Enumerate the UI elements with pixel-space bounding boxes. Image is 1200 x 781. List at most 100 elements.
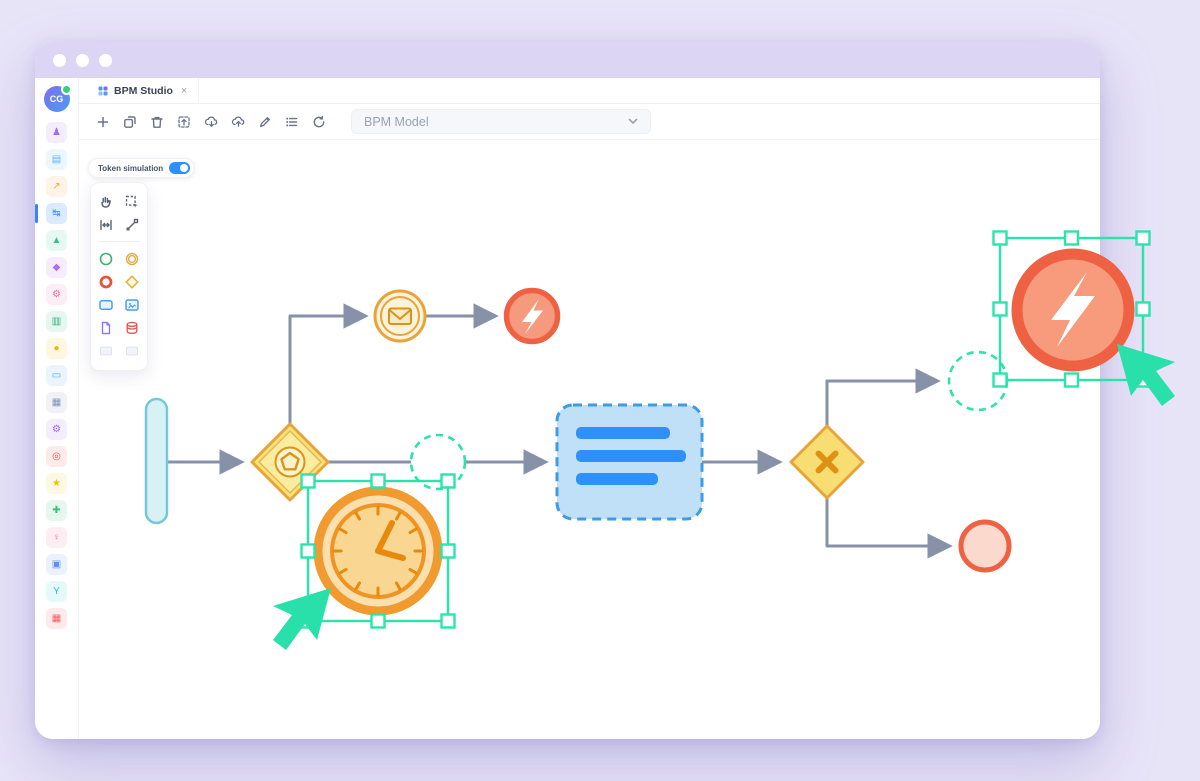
refresh-icon [313, 115, 325, 127]
sidebar-item-catalog[interactable]: ◆ [43, 254, 71, 281]
pentagon-icon [280, 451, 300, 471]
sidebar-item-highlights[interactable]: ★ [43, 470, 71, 497]
hand-tool[interactable] [97, 193, 115, 211]
start-event-tool[interactable] [97, 250, 115, 268]
gateway-tool[interactable] [123, 273, 141, 291]
edit-button[interactable] [254, 111, 276, 133]
inbox-icon: ▤ [46, 149, 67, 170]
message-intermediate-event[interactable] [373, 289, 427, 343]
subprocess-tool[interactable] [123, 296, 141, 314]
timer-intermediate-event[interactable] [313, 486, 443, 616]
bpmn-diagram [144, 230, 1175, 650]
list-button[interactable] [281, 111, 303, 133]
lightning-icon [1051, 272, 1095, 347]
cloud-download-button[interactable] [200, 111, 222, 133]
window-titlebar [35, 42, 1100, 78]
global-connect-tool[interactable] [123, 216, 141, 234]
cloud-upload-button[interactable] [227, 111, 249, 133]
tab-label: BPM Studio [114, 84, 173, 97]
end-event-tool[interactable] [97, 273, 115, 291]
sidebar-item-team[interactable]: ♟ [43, 119, 71, 146]
sidebar-item-metrics[interactable]: ▲ [43, 227, 71, 254]
maximize-window-button[interactable] [99, 53, 112, 67]
delete-button[interactable] [146, 111, 168, 133]
collaborator-cursor [273, 588, 331, 650]
sequence-flows[interactable] [167, 303, 953, 559]
flow-xgateway-to-drop [825, 368, 941, 426]
participant-band[interactable] [144, 397, 169, 525]
sidebar-item-preferences[interactable]: ⚙ [43, 416, 71, 443]
cloud-download-icon [204, 115, 217, 127]
sidebar-item-branches[interactable]: Y [43, 578, 71, 605]
model-select[interactable]: BPM Model [351, 109, 651, 134]
exclusive-gateway[interactable] [789, 424, 865, 500]
data-object-tool[interactable] [97, 319, 115, 337]
frame-export-icon [178, 115, 190, 128]
preferences-icon: ⚙ [46, 419, 67, 440]
sidebar-item-health[interactable]: ✚ [43, 497, 71, 524]
branches-icon: Y [46, 581, 67, 602]
workspace-avatar-initials: CG [49, 94, 64, 104]
tab-bpm-studio[interactable]: BPM Studio × [87, 78, 200, 103]
refresh-button[interactable] [308, 111, 330, 133]
calendar-icon: ▦ [46, 392, 67, 413]
lightning-icon [522, 299, 543, 334]
health-icon: ✚ [46, 500, 67, 521]
modeling-canvas[interactable]: Token simulation [79, 140, 1175, 739]
sidebar-item-automation[interactable]: ⚙ [43, 281, 71, 308]
sidebar-item-workflows[interactable]: ↹ [34, 200, 71, 227]
close-window-button[interactable] [53, 53, 66, 67]
apps-icon: ▦ [46, 608, 67, 629]
stack-icon: ▥ [46, 311, 67, 332]
workflows-icon: ↹ [46, 203, 67, 224]
minimize-window-button[interactable] [76, 53, 89, 67]
pen-icon [259, 116, 270, 127]
space-tool[interactable] [97, 216, 115, 234]
plus-icon [97, 116, 109, 127]
error-end-event[interactable] [503, 287, 561, 345]
collaborator-cursor [1117, 344, 1175, 406]
export-frame-button[interactable] [173, 111, 195, 133]
sidebar-item-analytics[interactable]: ↗ [43, 173, 71, 200]
profile-icon: ♀ [46, 527, 67, 548]
event-based-gateway[interactable] [250, 422, 330, 502]
sidebar-item-profile[interactable]: ♀ [43, 524, 71, 551]
sidebar-item-stack[interactable]: ▥ [43, 308, 71, 335]
end-event[interactable] [958, 519, 1012, 573]
team-icon: ♟ [46, 122, 67, 143]
flow-gateway-to-message [288, 303, 369, 424]
task-tool[interactable] [97, 296, 115, 314]
data-store-tool[interactable] [123, 319, 141, 337]
palette-divider [98, 241, 140, 242]
documents-icon: ▭ [46, 365, 67, 386]
tokens-icon: ● [46, 338, 67, 359]
duplicate-button[interactable] [119, 111, 141, 133]
model-select-value: BPM Model [364, 114, 429, 129]
palette-placeholder [123, 342, 141, 360]
tab-close-icon[interactable]: × [180, 84, 188, 97]
analytics-icon: ↗ [46, 176, 67, 197]
bpm-tab-icon [98, 86, 108, 95]
token-simulation-control: Token simulation [88, 158, 196, 178]
token-simulation-toggle[interactable] [169, 162, 191, 174]
annotated-task[interactable] [555, 403, 704, 521]
envelope-icon [388, 307, 412, 325]
error-end-event-selected[interactable] [1011, 248, 1135, 372]
chevron-down-icon [628, 118, 638, 125]
token-simulation-label: Token simulation [98, 163, 164, 173]
sidebar-item-targets[interactable]: ◎ [43, 443, 71, 470]
sidebar-item-library[interactable]: ▣ [43, 551, 71, 578]
sidebar-item-apps[interactable]: ▦ [43, 605, 71, 632]
sidebar-item-inbox[interactable]: ▤ [43, 146, 71, 173]
workspace-avatar[interactable]: CG [43, 84, 72, 112]
intermediate-event-tool[interactable] [123, 250, 141, 268]
sidebar-item-tokens[interactable]: ● [43, 335, 71, 362]
add-button[interactable] [92, 111, 114, 133]
x-marker-icon [815, 450, 839, 474]
trash-icon [151, 116, 163, 128]
sidebar-item-calendar[interactable]: ▦ [43, 389, 71, 416]
lasso-tool[interactable] [123, 193, 141, 211]
palette-placeholder [97, 342, 115, 360]
app-sidebar: CG ♟▤↗↹▲◆⚙▥●▭▦⚙◎★✚♀▣Y▦ [34, 78, 79, 739]
sidebar-item-documents[interactable]: ▭ [43, 362, 71, 389]
